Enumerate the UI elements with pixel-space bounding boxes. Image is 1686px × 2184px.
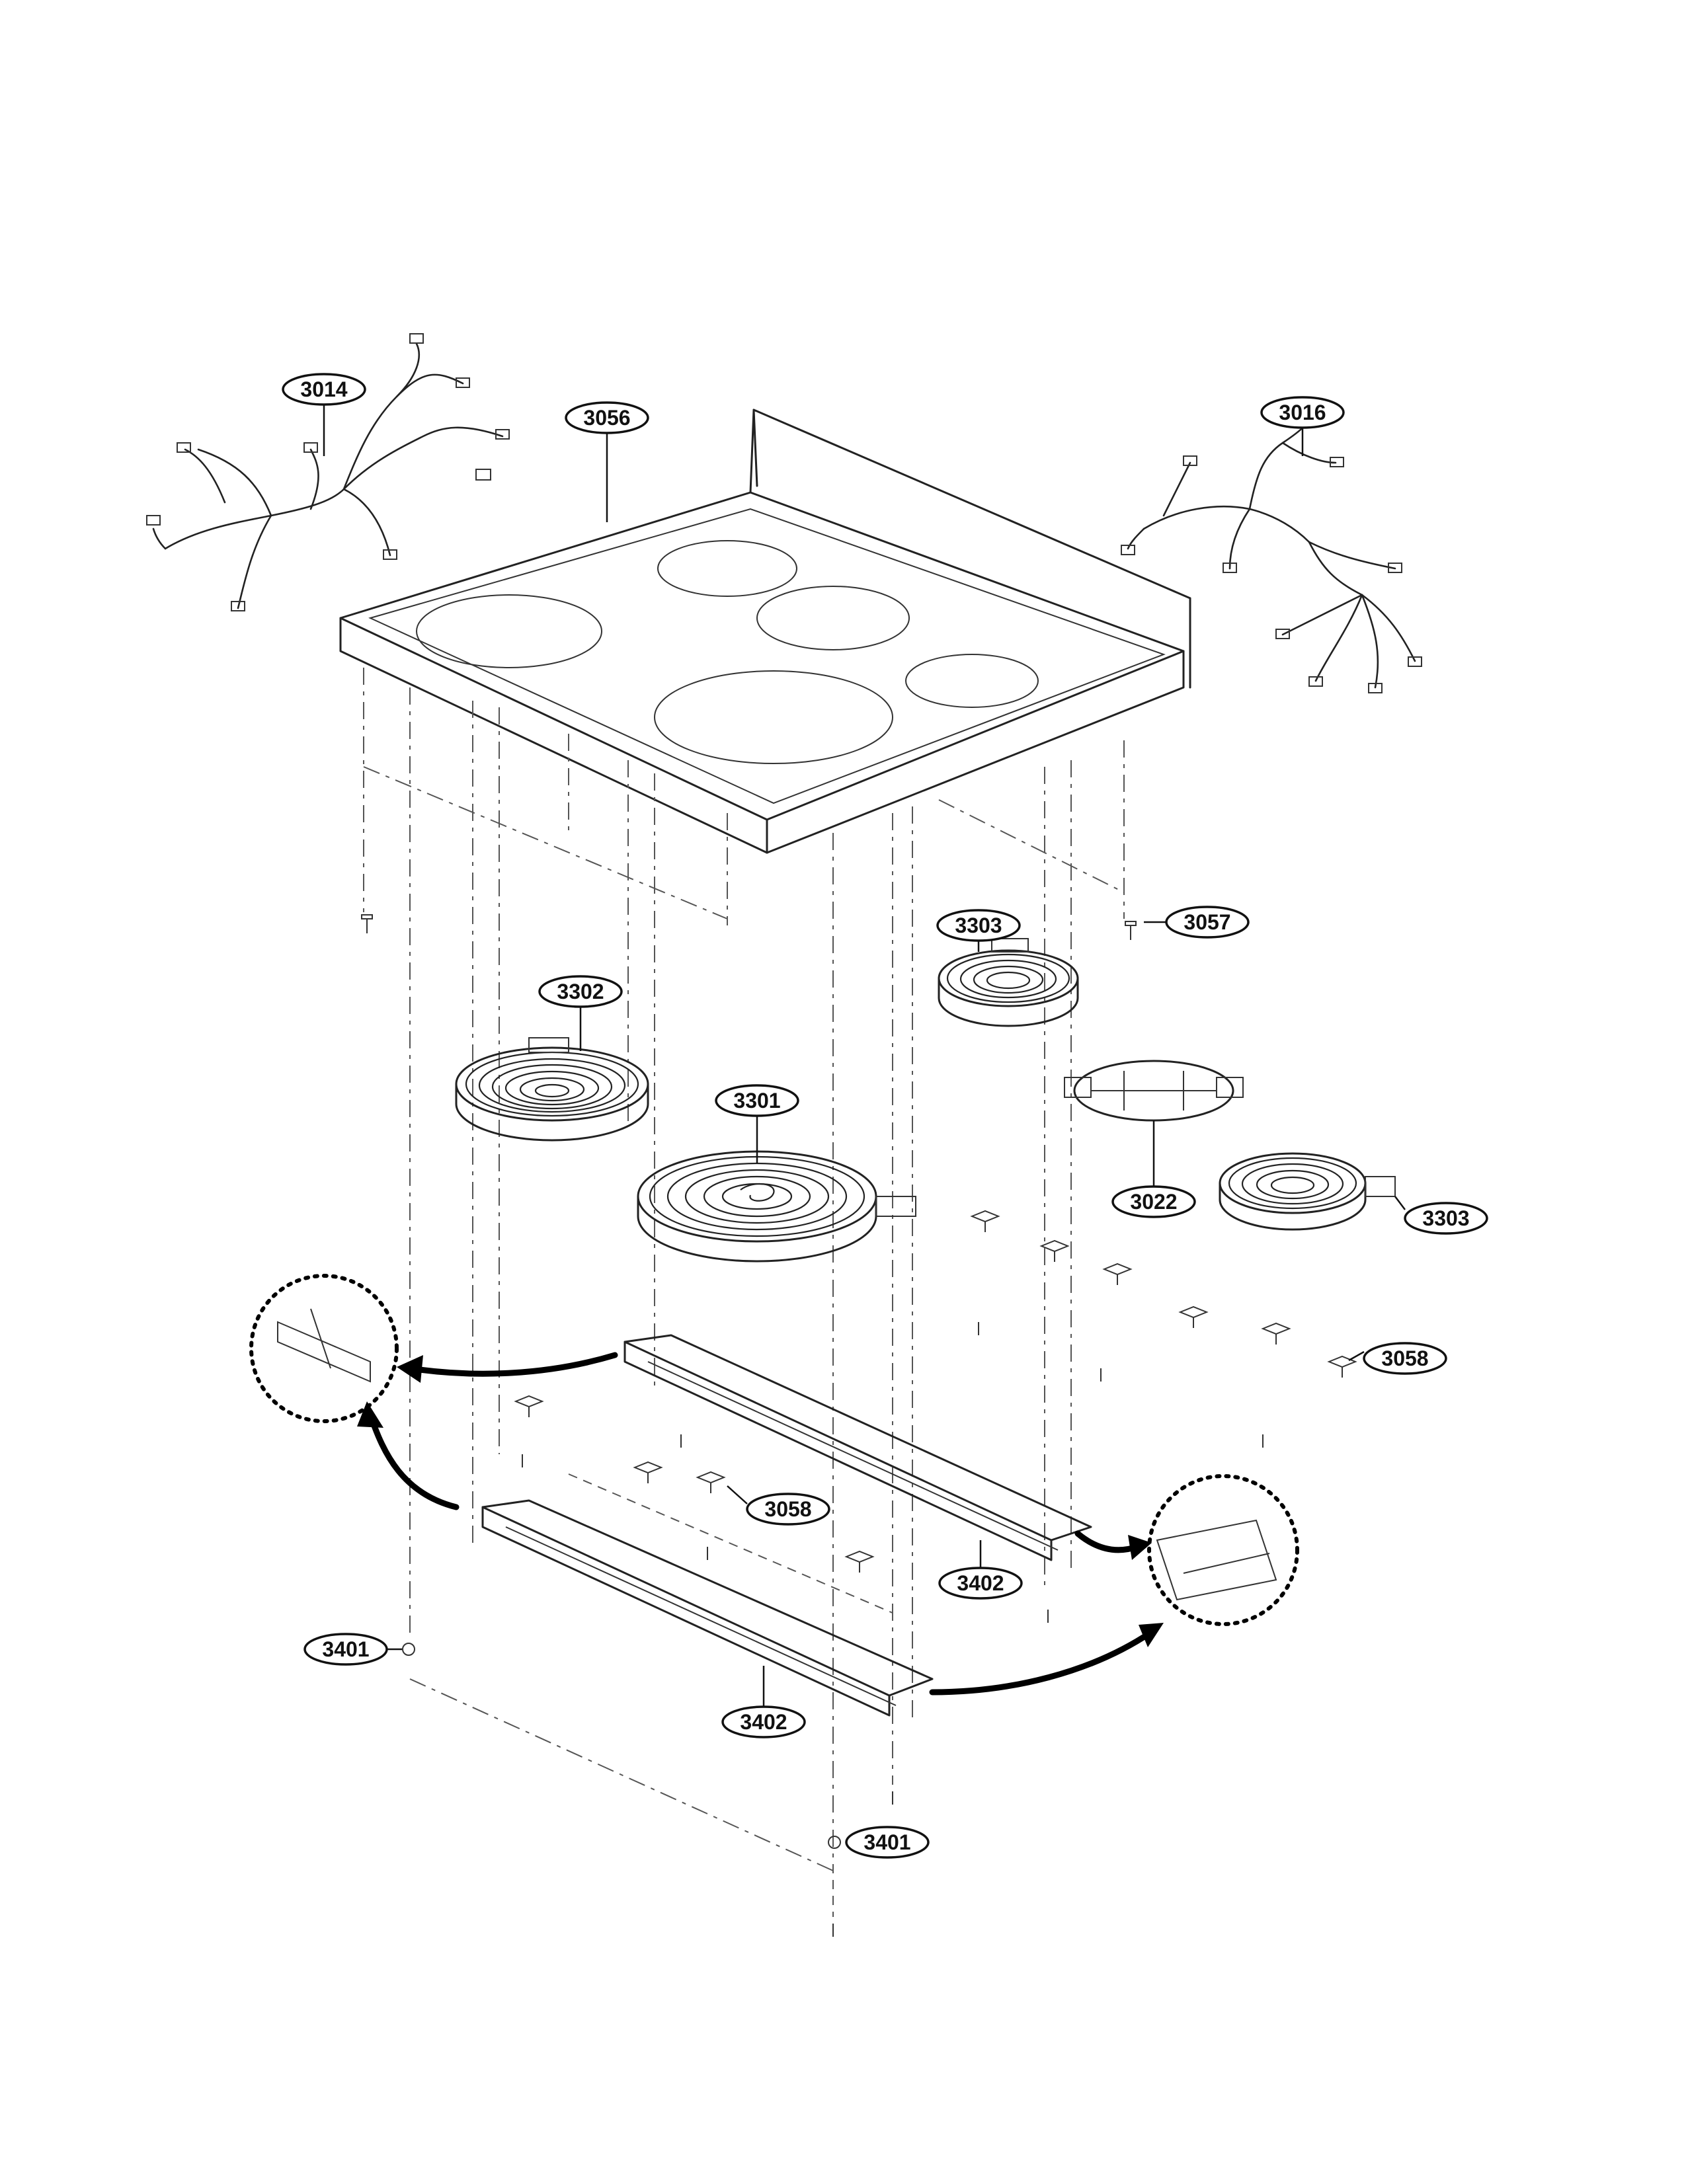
callout-3401-bottom-label: 3401 bbox=[863, 1830, 910, 1854]
callout-3058-center-label: 3058 bbox=[764, 1497, 811, 1521]
clip-set-icon bbox=[514, 1210, 1357, 1573]
screw-set-icon bbox=[361, 914, 1264, 1937]
callout-3402-lower-label: 3402 bbox=[740, 1710, 787, 1734]
wire-harness-left-icon bbox=[146, 333, 510, 611]
callout-3022-label: 3022 bbox=[1130, 1190, 1177, 1214]
radiant-element-3303-upper-icon bbox=[938, 938, 1079, 1027]
callout-3302-label: 3302 bbox=[557, 980, 604, 1003]
callout-3303-lower: 3303 bbox=[1404, 1202, 1488, 1235]
callout-3058-right: 3058 bbox=[1363, 1342, 1447, 1375]
callout-3401-bottom: 3401 bbox=[845, 1826, 930, 1859]
callout-3401-left-label: 3401 bbox=[322, 1637, 369, 1661]
detail-view-right bbox=[1147, 1474, 1299, 1626]
cooktop-glass-panel-icon bbox=[339, 409, 1191, 854]
callout-3402-lower: 3402 bbox=[721, 1705, 806, 1738]
support-bracket-upper-icon bbox=[623, 1334, 1092, 1561]
callout-3016-label: 3016 bbox=[1279, 401, 1326, 424]
callout-3303-upper-label: 3303 bbox=[955, 914, 1002, 937]
element-mount-ring-3022-icon bbox=[1064, 1060, 1244, 1122]
radiant-element-3303-lower-icon bbox=[1219, 1152, 1396, 1231]
callout-3303-lower-label: 3303 bbox=[1422, 1206, 1469, 1230]
radiant-element-3302-icon bbox=[455, 1037, 649, 1142]
callout-leaders bbox=[323, 405, 1406, 1844]
callout-3058-center: 3058 bbox=[746, 1493, 830, 1526]
support-bracket-lower-icon bbox=[481, 1499, 934, 1717]
callout-3302: 3302 bbox=[538, 975, 623, 1008]
callout-3301: 3301 bbox=[715, 1084, 799, 1117]
radiant-element-3301-icon bbox=[637, 1150, 916, 1263]
detail-view-left bbox=[249, 1274, 399, 1423]
callout-3014-label: 3014 bbox=[300, 377, 347, 401]
callout-3014: 3014 bbox=[282, 373, 366, 406]
callout-3056-label: 3056 bbox=[583, 406, 630, 430]
wire-harness-right-icon bbox=[1121, 403, 1422, 693]
callout-3303-upper: 3303 bbox=[936, 909, 1021, 942]
callout-3057-label: 3057 bbox=[1184, 910, 1230, 934]
callout-3301-label: 3301 bbox=[733, 1089, 780, 1112]
callout-3056: 3056 bbox=[565, 401, 649, 434]
callout-3057: 3057 bbox=[1165, 906, 1250, 939]
callout-3402-upper-label: 3402 bbox=[957, 1571, 1004, 1595]
callout-3022: 3022 bbox=[1111, 1185, 1196, 1218]
callout-3016: 3016 bbox=[1260, 396, 1345, 429]
callout-3401-left: 3401 bbox=[303, 1633, 388, 1666]
callout-3402-upper: 3402 bbox=[938, 1567, 1023, 1600]
detail-arrows bbox=[357, 1352, 1164, 1696]
callout-3058-right-label: 3058 bbox=[1381, 1346, 1428, 1370]
